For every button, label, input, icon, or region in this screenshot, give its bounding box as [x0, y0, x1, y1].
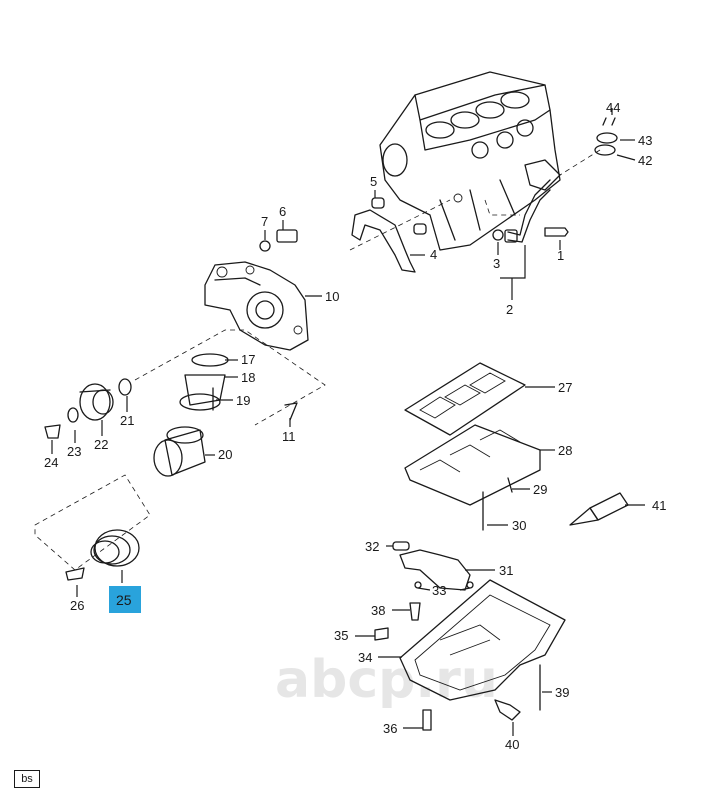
part-29-bolt [507, 477, 513, 493]
callout-40: 40 [505, 737, 519, 752]
callout-23: 23 [67, 444, 81, 459]
corner-tag: bs [14, 770, 40, 788]
part-1-bolt [544, 227, 569, 237]
part-33-bolt [414, 581, 422, 589]
callout-44: 44 [606, 100, 620, 115]
part-27-gasket [404, 362, 526, 436]
part-7-washer [259, 240, 271, 252]
part-22-gear [79, 383, 114, 421]
callout-33: 33 [432, 583, 446, 598]
callout-34: 34 [358, 650, 372, 665]
callout-2: 2 [506, 302, 513, 317]
callout-39: 39 [555, 685, 569, 700]
part-25-crank-pulley [90, 529, 140, 567]
callout-21: 21 [120, 413, 134, 428]
part-21-seal [118, 378, 132, 396]
part-11-bolt [284, 402, 298, 421]
callout-3: 3 [493, 256, 500, 271]
part-34-oil-pan [399, 579, 566, 701]
callout-26: 26 [70, 598, 84, 613]
part-17-gasket [191, 353, 229, 367]
part-10-oil-pump [204, 261, 309, 351]
callout-18: 18 [241, 370, 255, 385]
callout-36: 36 [383, 721, 397, 736]
callout-11: 11 [282, 429, 296, 444]
callout-10: 10 [325, 289, 339, 304]
callout-6: 6 [279, 204, 286, 219]
callout-35: 35 [334, 628, 348, 643]
callout-25[interactable]: 25 [116, 592, 132, 608]
engine-block [379, 71, 561, 251]
part-23-washer [67, 407, 79, 423]
callout-22: 22 [94, 437, 108, 452]
callout-27: 27 [558, 380, 572, 395]
callout-7: 7 [261, 214, 268, 229]
callout-31: 31 [499, 563, 513, 578]
callout-4: 4 [430, 247, 437, 262]
callout-43: 43 [638, 133, 652, 148]
callout-38: 38 [371, 603, 385, 618]
callout-41: 41 [652, 498, 666, 513]
callout-42: 42 [638, 153, 652, 168]
callout-20: 20 [218, 447, 232, 462]
callout-17: 17 [241, 352, 255, 367]
part-6-sensor [276, 229, 298, 243]
part-24-bolt [44, 424, 61, 439]
part-35-plug [374, 627, 389, 641]
callout-1: 1 [557, 248, 564, 263]
part-20-oil-filter [153, 426, 206, 477]
highlight-box-25[interactable] [109, 586, 141, 613]
callout-5: 5 [370, 174, 377, 189]
parts-42-43-44-sensor [594, 117, 618, 156]
callout-32: 32 [365, 539, 379, 554]
callout-30: 30 [512, 518, 526, 533]
part-4-bracket [351, 209, 416, 273]
part-5-dowel-pins [371, 197, 427, 235]
part-40-sensor [494, 699, 521, 721]
part-36-bolt [422, 709, 432, 731]
callout-28: 28 [558, 443, 572, 458]
part-41-sealant-tube [569, 492, 629, 526]
watermark-text: abcp.ru [275, 650, 498, 710]
part-28-bedplate [404, 424, 541, 506]
callout-24: 24 [44, 455, 58, 470]
part-26-bolt [65, 567, 85, 581]
part-38-bolt [409, 602, 421, 621]
callout-29: 29 [533, 482, 547, 497]
part-32-gasket [392, 541, 410, 551]
callout-19: 19 [236, 393, 250, 408]
part-3-o-ring [492, 229, 504, 241]
